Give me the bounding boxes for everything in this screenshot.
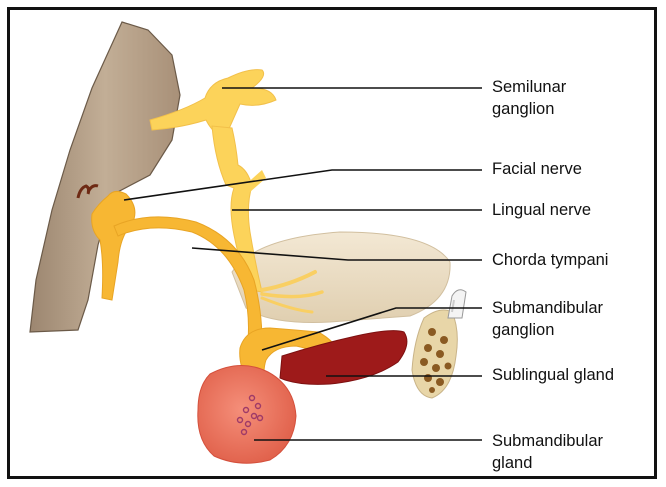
label-chorda-tympani: Chorda tympani bbox=[492, 249, 608, 271]
label-semilunar-ganglion: Semilunar ganglion bbox=[492, 76, 566, 120]
label-submandibular-ganglion: Submandibular ganglion bbox=[492, 297, 603, 341]
mandible-section bbox=[412, 310, 457, 398]
label-submandibular-gland: Submandibular gland bbox=[492, 430, 603, 474]
leader-facial bbox=[124, 170, 482, 200]
tooth-shape bbox=[448, 290, 466, 318]
tongue-shape bbox=[232, 232, 450, 322]
label-sublingual-gland: Sublingual gland bbox=[492, 364, 614, 386]
label-facial-nerve: Facial nerve bbox=[492, 158, 582, 180]
label-lingual-nerve: Lingual nerve bbox=[492, 199, 591, 221]
submandibular-gland bbox=[198, 365, 296, 463]
